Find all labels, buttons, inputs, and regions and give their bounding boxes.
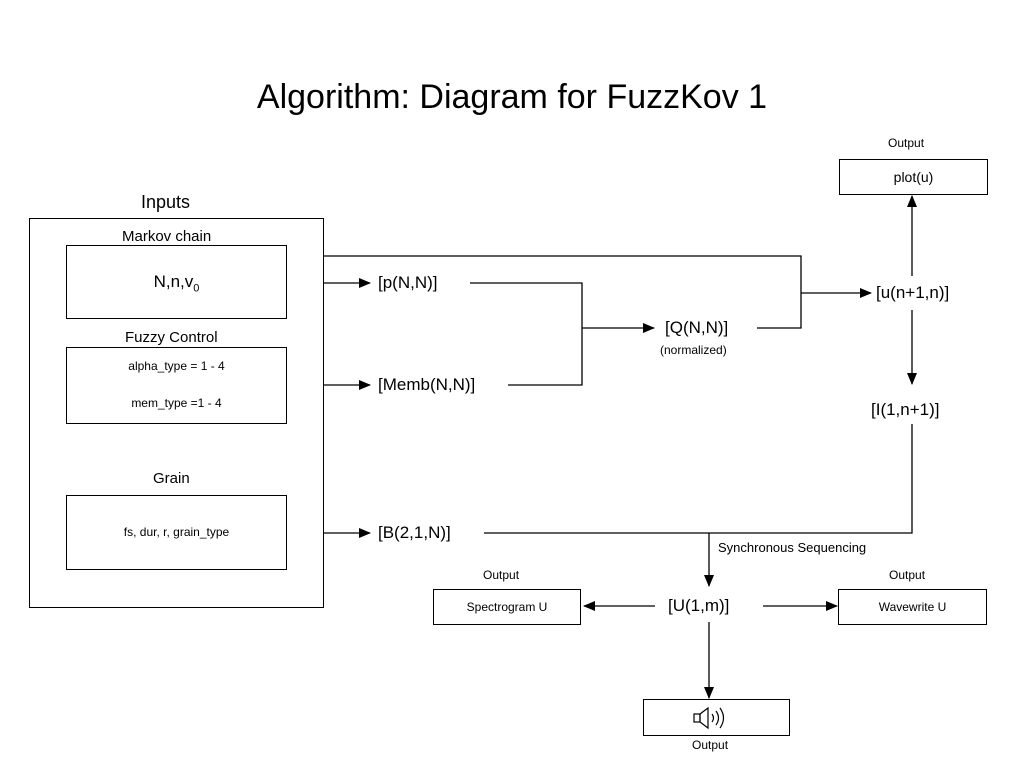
node-u: [u(n+1,n)] (876, 283, 950, 302)
line-markov-to-u (287, 255, 802, 329)
markov-chain-box: N,n,v0 (66, 245, 287, 319)
node-U: [U(1,m)] (668, 596, 730, 615)
markov-params-base: N,n,v (153, 272, 194, 291)
node-p: [p(N,N)] (378, 273, 438, 292)
audio-box (643, 699, 790, 736)
fuzzy-mem-type: mem_type =1 - 4 (131, 396, 222, 410)
spectrogram-box: Spectrogram U (433, 589, 581, 625)
wavewrite-box: Wavewrite U (838, 589, 987, 625)
plot-box-text: plot(u) (893, 169, 934, 185)
node-memb: [Memb(N,N)] (378, 375, 476, 394)
sync-sequencing-label: Synchronous Sequencing (718, 540, 867, 555)
wavewrite-box-text: Wavewrite U (878, 600, 947, 614)
line-p-to-merge (470, 282, 583, 386)
audio-output-label: Output (692, 738, 729, 752)
node-q: [Q(N,N)] (665, 318, 729, 337)
plot-box: plot(u) (839, 159, 988, 195)
node-i: [I(1,n+1)] (871, 400, 940, 419)
wavewrite-output-label: Output (889, 568, 926, 582)
grain-label: Grain (153, 470, 190, 487)
grain-params: fs, dur, r, grain_type (123, 525, 230, 539)
node-b: [B(2,1,N)] (378, 523, 451, 542)
markov-params: N,n,v0 (67, 273, 286, 294)
spectrogram-box-text: Spectrogram U (466, 600, 548, 614)
node-q-note: (normalized) (660, 343, 727, 357)
plot-output-label: Output (888, 136, 925, 150)
fuzzy-control-label: Fuzzy Control (125, 329, 218, 346)
page-title: Algorithm: Diagram for FuzzKov 1 (256, 78, 768, 116)
markov-chain-label: Markov chain (122, 228, 212, 245)
spectrogram-output-label: Output (483, 568, 520, 582)
grain-box: fs, dur, r, grain_type (66, 495, 287, 570)
fuzzy-control-box: alpha_type = 1 - 4 mem_type =1 - 4 (66, 347, 287, 424)
line-i-to-sequencing (709, 424, 913, 534)
markov-params-sub: 0 (193, 282, 200, 295)
fuzzy-alpha-type: alpha_type = 1 - 4 (128, 359, 225, 373)
inputs-label: Inputs (141, 192, 191, 212)
speaker-icon (693, 706, 725, 730)
